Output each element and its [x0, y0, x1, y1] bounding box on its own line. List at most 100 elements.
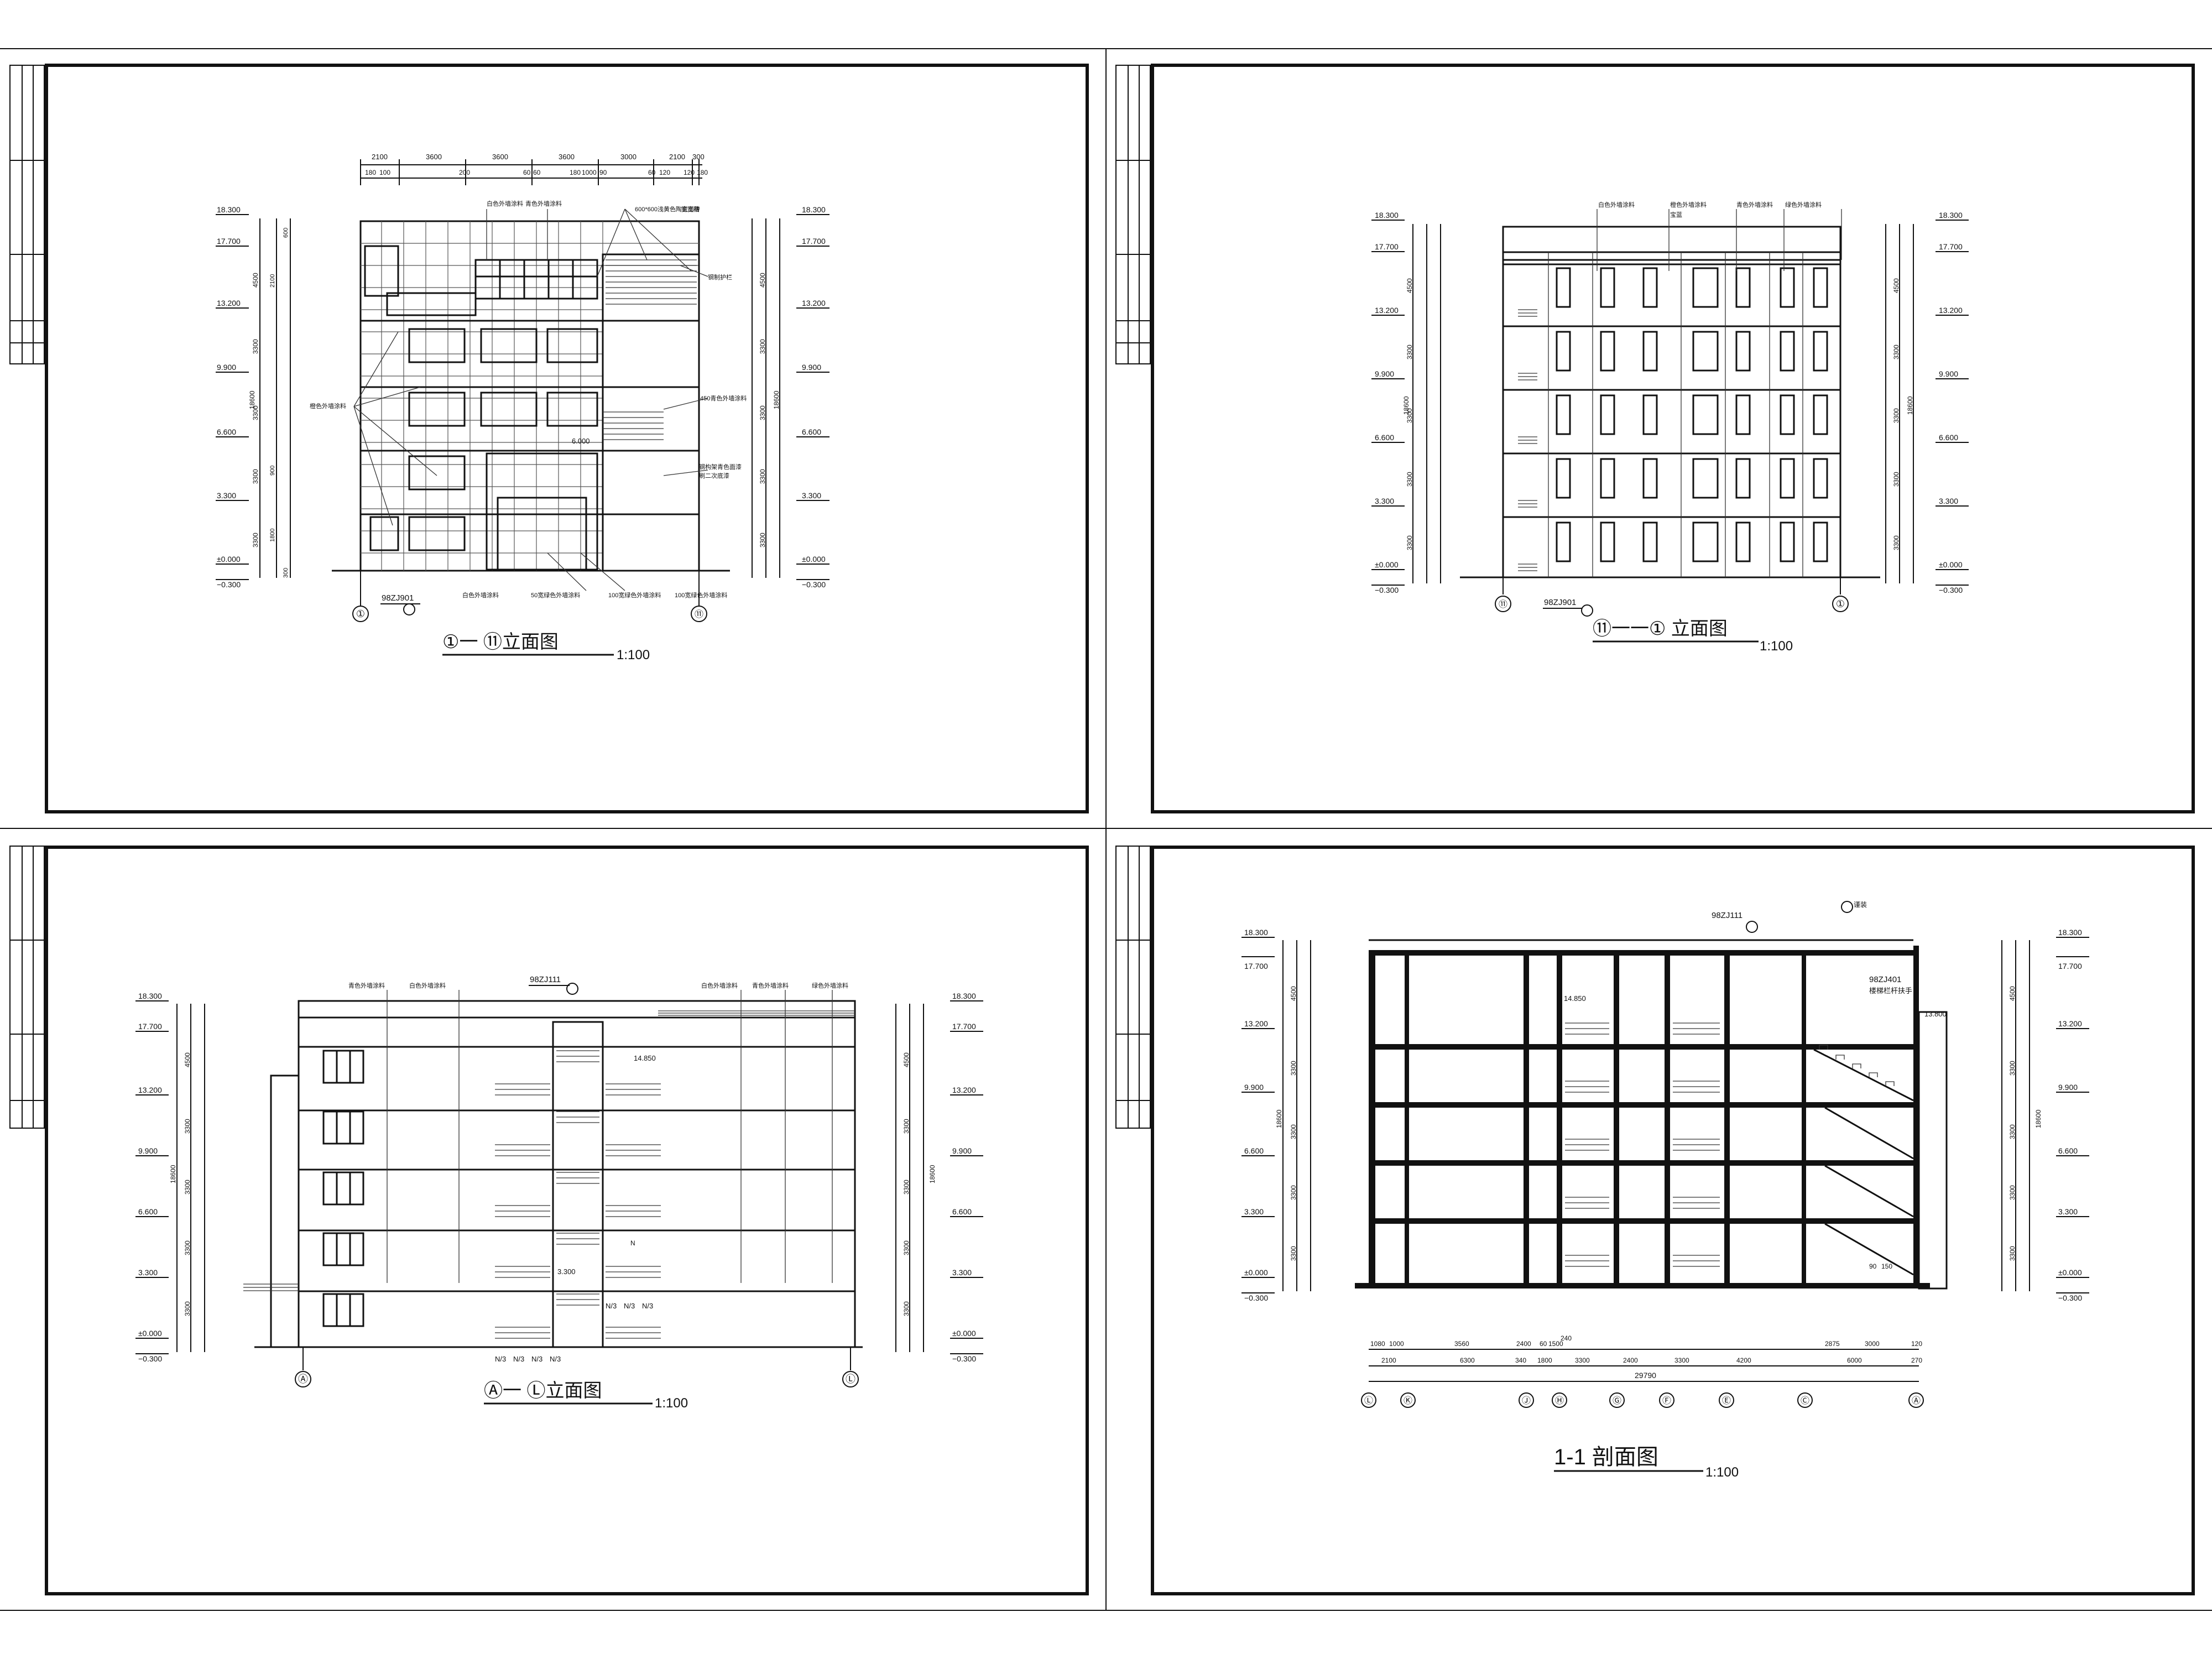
dim-text: 100: [379, 169, 390, 176]
level-label: 6.600: [1375, 433, 1394, 442]
sub-dim: 1800: [269, 529, 276, 542]
level-label: 13.200: [217, 299, 241, 307]
note-material: 白色外墙涂料: [409, 982, 446, 989]
level-marks-right: 18.300 17.700 13.200 9.900 6.600 3.300 ±…: [1885, 211, 1969, 594]
level-label: 9.900: [802, 363, 821, 372]
level-label: 13.200: [1244, 1019, 1268, 1028]
level-label: 3.300: [952, 1268, 972, 1277]
total-height: 18600: [248, 390, 256, 409]
dim-text: 1000: [582, 169, 597, 176]
title-block-strip: [9, 846, 45, 1129]
level-label: ±0.000: [217, 555, 241, 564]
dim-text: 60: [648, 169, 656, 176]
level-label: 18.300: [1939, 211, 1963, 220]
dim-text: 60: [1540, 1340, 1547, 1348]
windows: [369, 259, 598, 571]
stair-label: N/3: [495, 1355, 506, 1363]
note-level: N: [630, 1239, 635, 1247]
level-dim: 3300: [1406, 472, 1413, 487]
level-dim: 4500: [902, 1052, 910, 1067]
level-label: 3.300: [1244, 1207, 1264, 1216]
level-dim: 3300: [759, 469, 766, 484]
note-material: 100宽绿色外墙涂料: [675, 591, 727, 599]
level-marks-left: 18.300 17.700 13.200 9.900 6.600 3.300 ±…: [216, 205, 291, 589]
panel-elevation-a-l: 青色外墙涂料 白色外墙涂料 白色外墙涂料 青色外墙涂料 绿色外墙涂料 98ZJ1…: [9, 846, 1089, 1595]
note-material: 宝蓝: [1670, 211, 1682, 218]
dim-text: 2100: [1381, 1357, 1396, 1364]
detail-reference: 98ZJ901: [382, 593, 414, 603]
level-label: 13.200: [1375, 306, 1399, 315]
dim-text: 1000: [1389, 1340, 1404, 1348]
sub-dim: 300: [283, 568, 289, 578]
level-label: 18.300: [952, 992, 976, 1000]
level-dim: 3300: [1892, 472, 1900, 487]
axis-markers: Ⓐ Ⓛ: [295, 1347, 859, 1387]
level-label: 9.900: [952, 1146, 972, 1155]
level-dim: 4500: [252, 273, 259, 288]
building-facade: [1460, 226, 1880, 578]
total-height: 18600: [2034, 1109, 2042, 1128]
level-label: 18.300: [802, 205, 826, 214]
sub-dim: 900: [269, 466, 276, 476]
dim-text: 60: [533, 169, 541, 176]
level-dim: 3300: [902, 1180, 910, 1194]
level-label: 17.700: [1244, 962, 1268, 971]
level-dim: 3300: [1406, 535, 1413, 550]
level-label: ±0.000: [1244, 1268, 1268, 1277]
note-material: 100宽绿色外墙涂料: [608, 591, 661, 599]
building-facade: [332, 220, 730, 572]
dim-text: 340: [1515, 1357, 1526, 1364]
rail-note: 楼梯栏杆扶手: [1869, 987, 1912, 995]
total-height: 18600: [1402, 396, 1410, 415]
note-material: 橙色外墙涂料: [1670, 201, 1707, 208]
roof-note: 谨装: [1854, 901, 1867, 909]
level-label: −0.300: [217, 580, 241, 589]
level-dim: 3300: [252, 405, 259, 420]
total-height: 18600: [169, 1165, 177, 1183]
dim-text: 2400: [1516, 1340, 1531, 1348]
level-dim: 3300: [1892, 408, 1900, 423]
note-material: 白色外墙涂料: [462, 591, 499, 599]
note-material: 宽宽槽: [681, 205, 700, 213]
level-dim: 3300: [759, 339, 766, 354]
level-dim: 3300: [1892, 345, 1900, 359]
level-dim: 3300: [1290, 1246, 1297, 1261]
level-dim: 3300: [184, 1301, 191, 1316]
level-label: 6.600: [2058, 1146, 2078, 1155]
level-dim: 4500: [184, 1052, 191, 1067]
windows: [1556, 267, 1828, 562]
stair-label: N/3: [550, 1355, 561, 1363]
sub-dim: 600: [283, 228, 289, 238]
level-label: 17.700: [802, 237, 826, 246]
note-material: 青色外墙涂料: [348, 982, 385, 989]
total-height: 18600: [1275, 1109, 1283, 1128]
dim-text: 3300: [1674, 1357, 1689, 1364]
level-label: −0.300: [802, 580, 826, 589]
dim-text: 270: [1911, 1357, 1922, 1364]
dim-text: 300: [692, 153, 705, 161]
dim-text: 3600: [492, 153, 508, 161]
dim-text: 120: [684, 169, 695, 176]
level-label: −0.300: [1939, 586, 1963, 594]
leader-lines: [1597, 209, 1842, 271]
level-marks-left: 18.300 17.700 13.200 9.900 6.600 3.300 ±…: [1241, 928, 1311, 1302]
level-dim: 3300: [252, 339, 259, 354]
axis-label: Ⓗ: [1555, 1396, 1564, 1406]
drawing-frame: [1151, 64, 2195, 813]
windows: [322, 1050, 364, 1327]
dim-text: 90: [599, 169, 607, 176]
note-level: 3.300: [557, 1267, 576, 1276]
level-dim: 3300: [252, 469, 259, 484]
level-label: −0.300: [138, 1354, 162, 1363]
level-label: 9.900: [217, 363, 236, 372]
level-label: 18.300: [1375, 211, 1399, 220]
detail-reference: 98ZJ401: [1869, 975, 1901, 984]
leader-lines: [387, 990, 833, 1283]
level-dim: 4500: [1892, 278, 1900, 293]
scale-label: 1:100: [655, 1396, 688, 1411]
note-material: 青色外墙涂料: [752, 982, 789, 989]
dim-text: 1500: [1548, 1340, 1563, 1348]
stair-label: N/3: [624, 1302, 635, 1310]
dim-text: 180: [570, 169, 581, 176]
